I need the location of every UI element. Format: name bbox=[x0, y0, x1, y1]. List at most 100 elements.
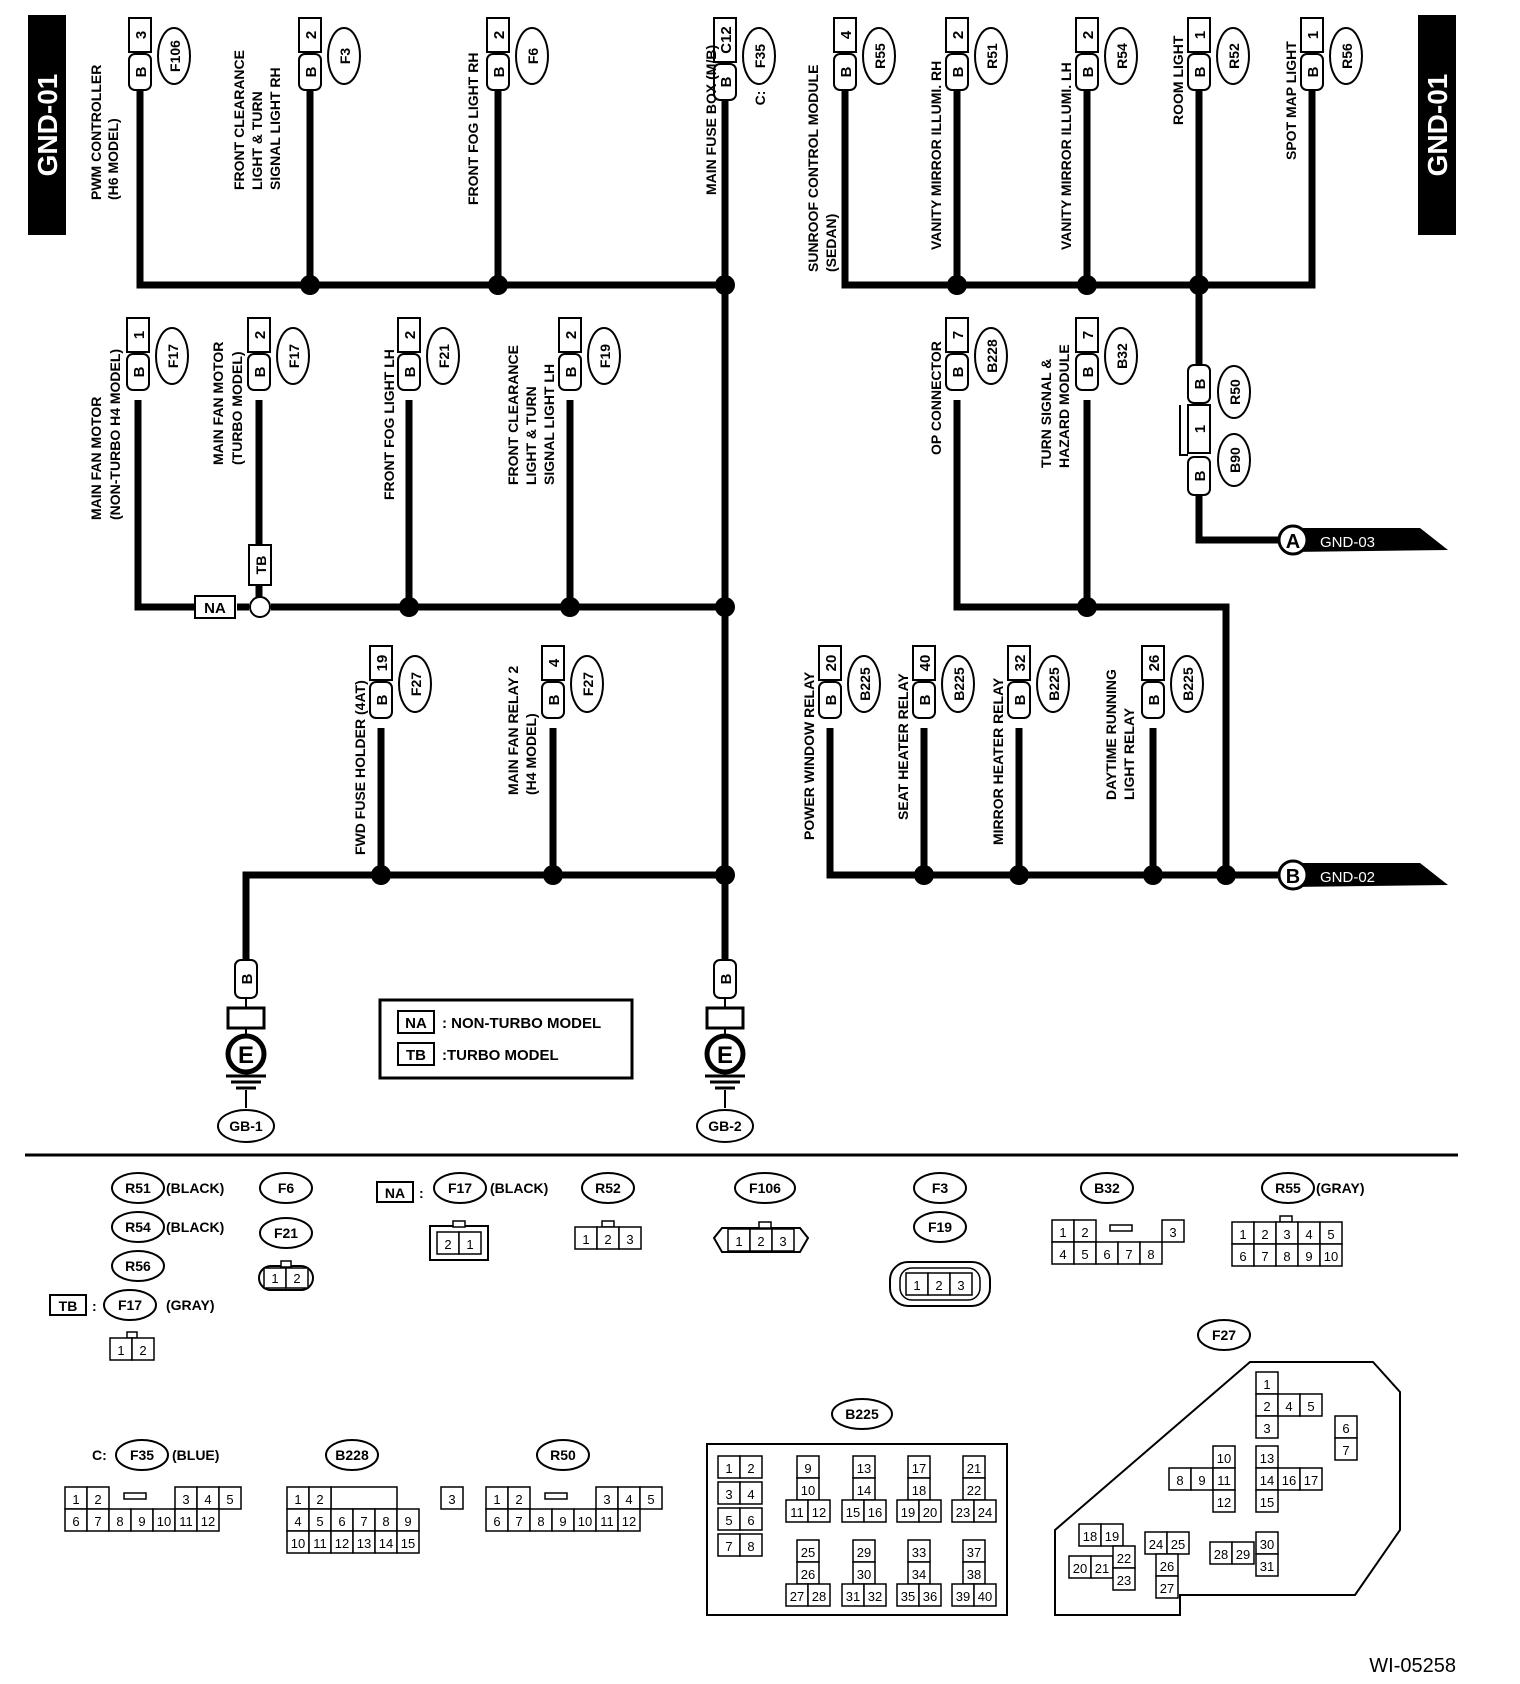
offpage-connector-a: A GND-03 bbox=[1277, 524, 1448, 556]
pin-cell: 14 bbox=[857, 1483, 871, 1498]
pin-cell: 34 bbox=[912, 1567, 926, 1582]
pin-cell: 10 bbox=[1324, 1249, 1338, 1264]
pin-cell: 1 bbox=[1263, 1377, 1270, 1392]
component-label: LIGHT RELAY bbox=[1121, 707, 1137, 800]
pin-cell: 7 bbox=[360, 1514, 367, 1529]
pin-cell: 3 bbox=[448, 1492, 455, 1507]
connector-id: B32 bbox=[1114, 343, 1130, 369]
pin-cell: 13 bbox=[1260, 1451, 1274, 1466]
connector-name: F106 bbox=[749, 1180, 781, 1196]
pin-number: 1 bbox=[1305, 31, 1322, 39]
svg-text::: : bbox=[419, 1185, 424, 1201]
pin-cell: 31 bbox=[1260, 1559, 1274, 1574]
pin-number: 2 bbox=[1080, 31, 1097, 39]
connector-name: F21 bbox=[274, 1225, 298, 1241]
svg-text:NA: NA bbox=[385, 1185, 405, 1201]
pin-cell: 12 bbox=[622, 1514, 636, 1529]
svg-text:E: E bbox=[717, 1042, 733, 1069]
pin-cell: 4 bbox=[294, 1514, 301, 1529]
svg-text:B: B bbox=[1286, 866, 1300, 888]
pin-cell: 5 bbox=[1081, 1247, 1088, 1262]
component-label: (TURBO MODEL) bbox=[229, 351, 245, 465]
ground-gb2: B E GB-2 bbox=[696, 959, 754, 1143]
pin-cell: 4 bbox=[747, 1487, 754, 1502]
pin-cell: 21 bbox=[967, 1461, 981, 1476]
pin-cell: 8 bbox=[1283, 1249, 1290, 1264]
svg-text:(BLACK): (BLACK) bbox=[490, 1180, 548, 1196]
pin-cell: 3 bbox=[1169, 1225, 1176, 1240]
pin-cell: 1 bbox=[582, 1232, 589, 1247]
component-label: MIRROR HEATER RELAY bbox=[990, 677, 1006, 845]
wire-color: B bbox=[133, 66, 150, 77]
connector-view-f6: F6 bbox=[259, 1172, 313, 1204]
pin-cell: 21 bbox=[1095, 1561, 1109, 1576]
connector-id: F27 bbox=[408, 672, 424, 696]
svg-text:TB: TB bbox=[59, 1298, 78, 1314]
pin-cell: 15 bbox=[846, 1505, 860, 1520]
component-label: (NON-TURBO H4 MODEL) bbox=[107, 349, 123, 520]
pin-number: 2 bbox=[491, 31, 508, 39]
pin-cell: 9 bbox=[404, 1514, 411, 1529]
pin-cell: 11 bbox=[600, 1514, 614, 1529]
pin-cell: 6 bbox=[1103, 1247, 1110, 1262]
pin-cell: 4 bbox=[204, 1492, 211, 1507]
pin-cell: 20 bbox=[923, 1505, 937, 1520]
wire-color: B bbox=[950, 366, 967, 377]
pin-cell: 4 bbox=[1059, 1247, 1066, 1262]
pin-cell: 6 bbox=[72, 1514, 79, 1529]
connector-id: F3 bbox=[337, 48, 353, 65]
pin-cell: 2 bbox=[293, 1271, 300, 1286]
component-label: MAIN FAN RELAY 2 bbox=[505, 666, 521, 795]
wire-color: B bbox=[1080, 366, 1097, 377]
pin-cell: 18 bbox=[912, 1483, 926, 1498]
pin-cell: 7 bbox=[725, 1539, 732, 1554]
svg-text::: : bbox=[92, 1298, 97, 1314]
pin-cell: 4 bbox=[1305, 1227, 1312, 1242]
pin-cell: 10 bbox=[291, 1536, 305, 1551]
component-label: (SEDAN) bbox=[823, 214, 839, 272]
pin-number: 4 bbox=[546, 658, 563, 667]
pin-cell: 30 bbox=[1260, 1537, 1274, 1552]
pin-number: 19 bbox=[374, 655, 391, 672]
pin-cell: 30 bbox=[857, 1567, 871, 1582]
pin-cell: 6 bbox=[338, 1514, 345, 1529]
component-label: MAIN FAN MOTOR bbox=[210, 342, 226, 465]
pin-cell: 18 bbox=[1083, 1529, 1097, 1544]
offpage-connector-b: B GND-02 bbox=[1277, 859, 1448, 891]
pin-cell: 2 bbox=[316, 1492, 323, 1507]
pin-cell: 3 bbox=[725, 1487, 732, 1502]
component-label: HAZARD MODULE bbox=[1056, 344, 1072, 468]
svg-text:GB-2: GB-2 bbox=[708, 1118, 742, 1134]
connector-id: F35 bbox=[752, 44, 768, 68]
component-label: FRONT CLEARANCE bbox=[231, 50, 247, 190]
pin-cell: 9 bbox=[804, 1461, 811, 1476]
pin-cell: 8 bbox=[1176, 1473, 1183, 1488]
pin-number: 1 bbox=[131, 331, 148, 339]
connector-id: R51 bbox=[984, 43, 1000, 69]
figure-id: WI-05258 bbox=[1369, 1655, 1456, 1677]
pin-cell: 38 bbox=[967, 1567, 981, 1582]
svg-text:GND-02: GND-02 bbox=[1320, 869, 1375, 886]
connector-id: R56 bbox=[1339, 43, 1355, 69]
wire-color: B bbox=[1305, 66, 1322, 77]
pin-cell: 1 bbox=[735, 1234, 742, 1249]
svg-text:B: B bbox=[1192, 378, 1209, 389]
pin-cell: 8 bbox=[382, 1514, 389, 1529]
pin-cell: 26 bbox=[801, 1567, 815, 1582]
component-label: SIGNAL LIGHT LH bbox=[541, 364, 557, 485]
section-code-left: GND-01 bbox=[28, 15, 66, 235]
pin-cell: 2 bbox=[444, 1237, 451, 1252]
connector-name: B225 bbox=[845, 1406, 879, 1422]
svg-text:(BLACK): (BLACK) bbox=[166, 1219, 224, 1235]
wire-color: B bbox=[563, 366, 580, 377]
